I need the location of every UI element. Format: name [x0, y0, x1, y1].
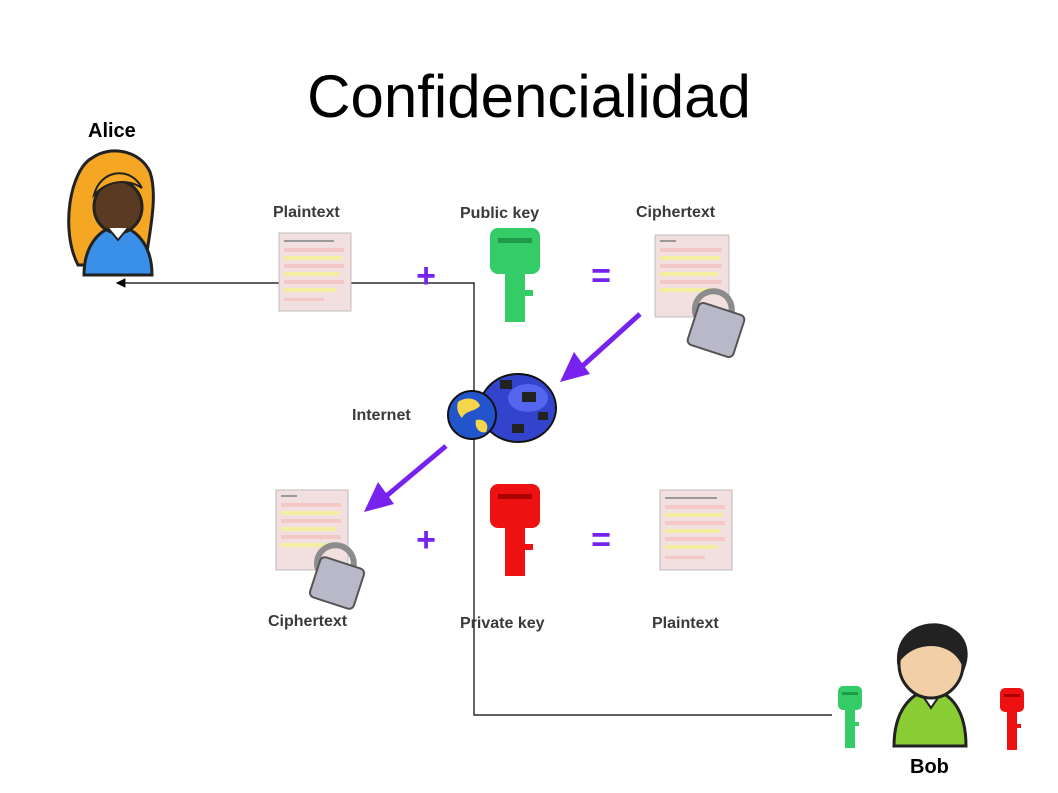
- public-key-icon: [490, 228, 540, 322]
- internet-globe-icon: [447, 373, 557, 443]
- ciphertext-label-top: Ciphertext: [636, 204, 716, 221]
- padlock-icon-top: [686, 288, 746, 359]
- bob-public-key-icon: [838, 686, 862, 748]
- private-key-label: Private key: [460, 615, 545, 632]
- ciphertext-document-bottom: [275, 489, 349, 571]
- internet-label: Internet: [352, 407, 411, 424]
- arrow-to-ciphertext: [364, 444, 448, 512]
- ciphertext-document-top: [654, 234, 730, 318]
- ciphertext-label-bottom: Ciphertext: [268, 613, 348, 630]
- plus-sign-bottom: +: [416, 521, 436, 559]
- plaintext-document-bottom: [659, 489, 733, 571]
- bob-label: Bob: [910, 756, 949, 778]
- alice-label: Alice: [88, 120, 136, 142]
- plaintext-label-top: Plaintext: [273, 204, 340, 221]
- plus-sign-top: +: [416, 257, 436, 295]
- padlock-icon-bottom: [308, 542, 366, 610]
- arrow-to-internet: [560, 312, 642, 382]
- equals-sign-bottom: =: [591, 521, 611, 559]
- equals-sign-top: =: [591, 257, 611, 295]
- public-key-label: Public key: [460, 205, 540, 222]
- bob-avatar: [892, 623, 968, 748]
- page-title: Confidencialidad: [307, 63, 751, 130]
- plaintext-document-top: [278, 232, 352, 312]
- private-key-icon: [490, 484, 540, 576]
- plaintext-label-bottom: Plaintext: [652, 615, 719, 632]
- alice-avatar: [67, 149, 155, 277]
- bob-private-key-icon: [1000, 688, 1024, 750]
